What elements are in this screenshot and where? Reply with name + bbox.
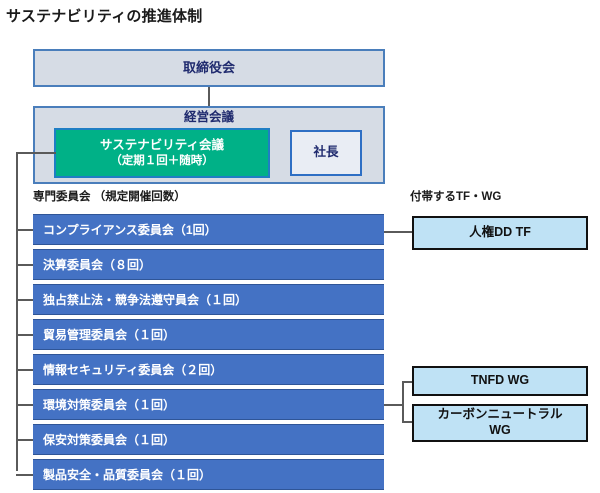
- committee-bar[interactable]: 環境対策委員会（１回）: [33, 389, 384, 420]
- committee-label: コンプライアンス委員会（1回）: [43, 223, 217, 237]
- connector-trunk-vertical: [16, 152, 18, 471]
- connector-trunk-to-committee: [16, 229, 34, 231]
- board-of-directors-box: 取締役会: [33, 49, 385, 87]
- carbon-neutral-wg-box: カーボンニュートラル WG: [412, 404, 588, 442]
- sustainability-meeting-box: サステナビリティ会議 （定期１回＋随時）: [54, 128, 270, 178]
- management-meeting-title: 経営会議: [183, 110, 234, 125]
- committee-label: 貿易管理委員会（１回）: [43, 328, 176, 342]
- connector-board-to-management: [208, 87, 210, 106]
- committee-bar[interactable]: 情報セキュリティ委員会（２回）: [33, 354, 384, 385]
- committee-label: 決算委員会（８回）: [43, 258, 152, 272]
- connector-environment-to-carbon-neutral: [402, 421, 412, 423]
- connector-trunk-to-committee: [16, 369, 34, 371]
- connector-environment-stub: [384, 404, 404, 406]
- connector-trunk-to-committee: [16, 474, 34, 476]
- connector-trunk-to-committee: [16, 299, 34, 301]
- committee-section-label: 専門委員会 （規定開催回数）: [33, 191, 186, 203]
- page-title: サステナビリティの推進体制: [6, 8, 203, 25]
- committee-bar[interactable]: コンプライアンス委員会（1回）: [33, 214, 384, 245]
- committee-label: 環境対策委員会（１回）: [43, 398, 176, 412]
- committee-bar[interactable]: 決算委員会（８回）: [33, 249, 384, 280]
- tnfd-wg-box: TNFD WG: [412, 366, 588, 396]
- connector-trunk-to-sustainability: [16, 152, 56, 154]
- sustainability-meeting-line1: サステナビリティ会議: [99, 138, 224, 152]
- committee-label: 製品安全・品質委員会（１回）: [43, 468, 212, 482]
- connector-environment-vertical: [402, 381, 404, 423]
- connector-trunk-to-committee: [16, 439, 34, 441]
- connector-environment-to-tnfd: [402, 381, 412, 383]
- carbon-neutral-wg-line2: WG: [489, 423, 511, 437]
- committee-label: 情報セキュリティ委員会（２回）: [43, 363, 223, 377]
- tfwg-section-label: 付帯するTF・WG: [410, 191, 502, 203]
- connector-trunk-to-committee: [16, 264, 34, 266]
- connector-compliance-to-human-rights-tf: [384, 231, 412, 233]
- human-rights-dd-tf-box: 人権DD TF: [412, 216, 588, 250]
- committee-bar[interactable]: 製品安全・品質委員会（１回）: [33, 459, 384, 490]
- committee-label: 保安対策委員会（１回）: [43, 433, 176, 447]
- sustainability-meeting-line2: （定期１回＋随時）: [110, 154, 214, 167]
- committee-bar[interactable]: 独占禁止法・競争法遵守員会（１回）: [33, 284, 384, 315]
- connector-trunk-to-committee: [16, 404, 34, 406]
- committee-label: 独占禁止法・競争法遵守員会（１回）: [43, 293, 248, 307]
- carbon-neutral-wg-line1: カーボンニュートラル: [437, 407, 563, 422]
- committee-bar[interactable]: 貿易管理委員会（１回）: [33, 319, 384, 350]
- president-box: 社長: [290, 130, 362, 176]
- connector-trunk-to-committee: [16, 334, 34, 336]
- committee-bar[interactable]: 保安対策委員会（１回）: [33, 424, 384, 455]
